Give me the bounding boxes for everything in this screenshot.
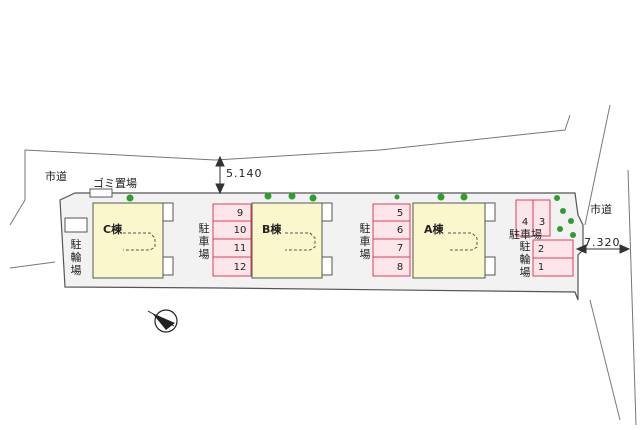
- parking-space-1: [532, 257, 574, 277]
- top-dimension: [215, 155, 225, 195]
- parking-label-left: 駐車場: [198, 222, 210, 261]
- tree-icon: [460, 193, 468, 201]
- parking-label-right: 駐車場: [509, 228, 542, 241]
- tree-icon: [264, 192, 272, 200]
- parking-number-6: 6: [396, 225, 404, 236]
- parking-space-3: [532, 199, 551, 237]
- parking-space-8: [372, 256, 411, 277]
- garbage-area: [89, 188, 113, 198]
- tree-icon: [560, 208, 566, 214]
- parking-number-4: 4: [521, 217, 529, 228]
- parking-number-12: 12: [233, 262, 247, 273]
- tree-icon: [309, 194, 317, 202]
- tree-icon: [126, 194, 134, 202]
- road-width-top: 5.140: [226, 167, 263, 180]
- road-lines: [9, 104, 637, 426]
- parking-number-3: 3: [538, 217, 546, 228]
- parking-number-10: 10: [233, 225, 247, 236]
- tree-icon: [394, 194, 400, 200]
- parking-number-8: 8: [396, 262, 404, 273]
- right-road-line-bottom: [589, 299, 621, 421]
- building-a-label: A棟: [424, 223, 444, 236]
- parking-number-2: 2: [537, 244, 545, 255]
- top-road-line: [9, 114, 571, 226]
- tree-icon: [557, 226, 563, 232]
- parking-lot-left: [212, 203, 252, 277]
- road-width-right: 7.320: [584, 236, 621, 249]
- parking-number-1: 1: [537, 262, 545, 273]
- parking-number-5: 5: [396, 208, 404, 219]
- right-road-edge: [627, 169, 637, 426]
- left-road-line: [9, 261, 56, 269]
- parking-lot-middle: [372, 203, 411, 277]
- tree-icon: [570, 232, 576, 238]
- parking-lot-right-top: [515, 199, 551, 237]
- tree-icon: [568, 218, 574, 224]
- tree-icon: [554, 195, 560, 201]
- building-c-label: C棟: [103, 223, 123, 236]
- tree-icon: [288, 192, 296, 200]
- tree-icons: [126, 192, 576, 238]
- building-b-label: B棟: [262, 223, 282, 236]
- garbage-area-label: ゴミ置場: [93, 177, 137, 190]
- building-a: [412, 202, 496, 279]
- right-road-line-top: [584, 104, 611, 226]
- parking-number-9: 9: [236, 208, 244, 219]
- parking-label-middle: 駐車場: [359, 222, 371, 261]
- building-b: [251, 202, 333, 279]
- bicycle-parking-right-label: 駐輪場: [519, 240, 531, 279]
- parking-lot-right-side: [532, 239, 574, 277]
- road-label-left: 市道: [45, 170, 67, 183]
- parking-space-12: [212, 256, 252, 277]
- bicycle-parking-left-box: [64, 217, 88, 233]
- right-dimension: [575, 244, 631, 254]
- parking-number-11: 11: [233, 243, 247, 254]
- road-label-right: 市道: [590, 203, 612, 216]
- bicycle-parking-left-label: 駐輪場: [70, 238, 82, 277]
- parking-number-7: 7: [396, 243, 404, 254]
- building-c: [92, 202, 174, 279]
- tree-icon: [437, 193, 445, 201]
- north-arrow-icon: [147, 309, 178, 333]
